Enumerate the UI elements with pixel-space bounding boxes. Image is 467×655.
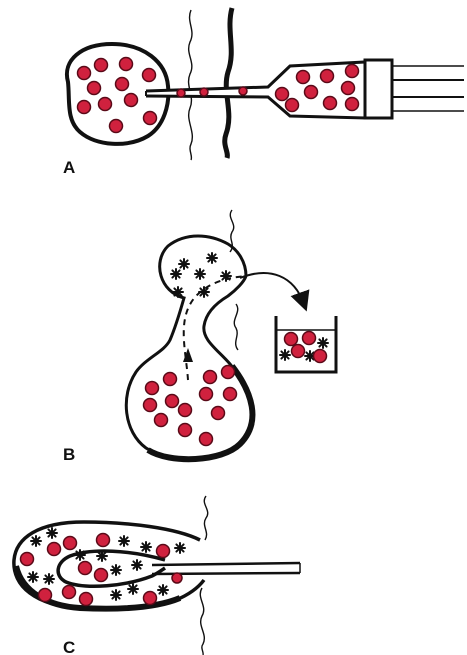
dark-particle-icon	[175, 543, 185, 553]
red-cell-icon	[21, 553, 34, 566]
red-cell-icon	[224, 388, 237, 401]
red-cell-icon	[204, 371, 217, 384]
panel-a: A	[63, 8, 464, 177]
red-cell-icon	[346, 98, 359, 111]
dark-particle-icon	[31, 536, 41, 546]
red-cell-icon	[200, 388, 213, 401]
red-cell-icon	[64, 537, 77, 550]
red-cell-icon	[297, 71, 310, 84]
membrane-wave-b-mid	[234, 304, 238, 350]
red-cell-icon	[212, 407, 225, 420]
red-cell-icon	[78, 101, 91, 114]
dark-particle-icon	[207, 253, 217, 263]
red-cell-icon	[125, 94, 138, 107]
red-cell-icon	[78, 67, 91, 80]
dark-particle-icon	[111, 565, 121, 575]
red-cell-icon	[116, 78, 129, 91]
dark-particle-icon	[173, 287, 183, 297]
dark-particle-icon	[44, 574, 54, 584]
dark-particle-icon	[280, 350, 290, 360]
dark-particle-icon	[158, 585, 168, 595]
membrane-wave-a	[189, 10, 193, 160]
red-cell-icon	[292, 345, 305, 358]
red-cell-icon	[346, 65, 359, 78]
dark-particle-icon	[221, 271, 231, 281]
red-cell-icon	[155, 414, 168, 427]
dark-particle-icon	[75, 550, 85, 560]
red-cell-icon	[286, 99, 299, 112]
red-cell-icon	[95, 569, 108, 582]
dark-particle-icon	[132, 560, 142, 570]
red-cell-icon	[88, 82, 101, 95]
dark-particle-icon	[97, 551, 107, 561]
dark-particle-icon	[195, 269, 205, 279]
red-cell-icon	[314, 350, 327, 363]
red-cell-icon	[342, 82, 355, 95]
red-cell-icon	[303, 332, 316, 345]
red-cell-icon	[95, 59, 108, 72]
red-cell-icon	[305, 86, 318, 99]
dark-particle-icon	[318, 338, 328, 348]
red-cell-icon	[48, 543, 61, 556]
red-cell-icon	[120, 58, 133, 71]
red-cell-icon	[200, 88, 208, 96]
red-cell-icon	[179, 424, 192, 437]
red-cell-icon	[99, 98, 112, 111]
dark-particle-icon	[111, 590, 121, 600]
red-cell-icon	[166, 395, 179, 408]
red-cell-icon	[321, 70, 334, 83]
panel-label-c: C	[63, 638, 75, 655]
panel-label-b: B	[63, 445, 75, 464]
red-cell-icon	[164, 373, 177, 386]
red-cell-icon	[110, 120, 123, 133]
panel-b: B	[63, 210, 336, 464]
red-cell-icon	[276, 88, 289, 101]
red-cell-icon	[324, 97, 337, 110]
red-cell-icon	[285, 333, 298, 346]
red-cell-icon	[144, 399, 157, 412]
red-cell-icon	[97, 534, 110, 547]
red-cell-icon	[200, 433, 213, 446]
transfer-arrow-b	[240, 273, 304, 304]
dark-particle-icon	[47, 528, 57, 538]
dark-particle-icon	[128, 584, 138, 594]
red-cell-icon	[222, 366, 235, 379]
red-cell-icon	[39, 589, 52, 602]
dark-particle-icon	[179, 259, 189, 269]
panel-c: C	[14, 496, 300, 655]
dark-particle-icon	[119, 536, 129, 546]
red-cell-icon	[63, 586, 76, 599]
red-cell-icon	[146, 382, 159, 395]
red-cell-icon	[172, 573, 182, 583]
red-cell-icon	[239, 87, 247, 95]
dark-particle-icon	[28, 572, 38, 582]
panel-label-a: A	[63, 158, 75, 177]
red-cell-icon	[177, 89, 185, 97]
red-cell-icon	[80, 593, 93, 606]
red-cell-icon	[179, 404, 192, 417]
red-cell-icon	[157, 545, 170, 558]
red-cell-icon	[79, 562, 92, 575]
dark-particle-icon	[171, 269, 181, 279]
dark-particle-icon	[141, 542, 151, 552]
red-cell-icon	[143, 69, 156, 82]
vessel-wall-a	[225, 8, 232, 158]
dark-particle-icon	[199, 287, 209, 297]
red-cell-icon	[144, 112, 157, 125]
red-cell-icon	[144, 592, 157, 605]
